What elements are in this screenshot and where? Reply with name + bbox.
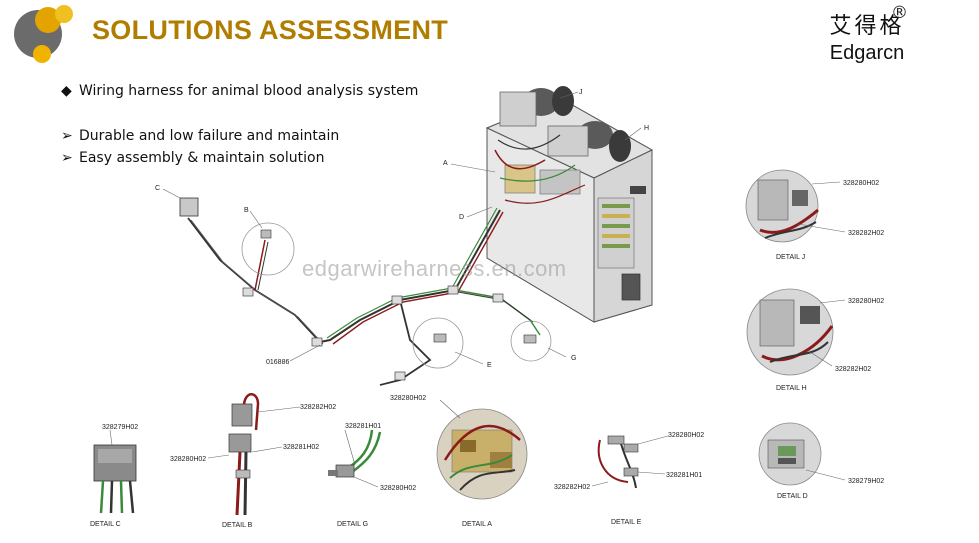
brand-name-english: Edgarcn [829, 42, 905, 64]
detail-a [436, 399, 528, 500]
bullet-durable: ➢ Durable and low failure and maintain [61, 128, 339, 144]
detail-h-part-top: 328280H02 [848, 298, 884, 305]
callout-circle-b [241, 222, 295, 276]
callout-e: E [487, 362, 492, 369]
detail-a-label: DETAIL A [462, 521, 492, 528]
detail-b-label: DETAIL B [222, 522, 253, 529]
detail-c-label: DETAIL C [90, 521, 121, 528]
callout-j: J [579, 89, 583, 96]
detail-g [328, 429, 382, 488]
callout-c: C [155, 185, 160, 192]
detail-h-label: DETAIL H [776, 385, 807, 392]
brand-logo: 艾得格 Edgarcn [812, 8, 922, 65]
callout-b: B [244, 207, 249, 214]
detail-e-part-top: 328280H02 [668, 432, 704, 439]
bullet-text: Easy assembly & maintain solution [79, 150, 325, 166]
detail-b-part-top: 328282H02 [300, 404, 336, 411]
detail-h-part-bottom: 328282H02 [835, 366, 871, 373]
page-title: SOLUTIONS ASSESSMENT [92, 15, 449, 45]
detail-g-part-top: 328281H01 [345, 423, 381, 430]
callout-circle-g [510, 320, 552, 362]
detail-e-part-left: 328282H02 [554, 484, 590, 491]
detail-c-part: 328279H02 [102, 424, 138, 431]
detail-j-part-top: 328280H02 [843, 180, 879, 187]
detail-d [758, 422, 846, 486]
detail-b-part-mid: 328281H02 [283, 444, 319, 451]
arrow-bullet-icon: ➢ [61, 150, 73, 166]
callout-h: H [644, 125, 649, 132]
callout-g: G [571, 355, 576, 362]
detail-g-part-bottom: 328280H02 [380, 485, 416, 492]
detail-j-label: DETAIL J [776, 254, 805, 261]
analyzer-machine [485, 86, 654, 323]
detail-d-part: 328279H02 [848, 478, 884, 485]
diamond-bullet-icon: ◆ [61, 83, 72, 99]
registered-mark: ® [891, 3, 908, 23]
detail-b [207, 393, 301, 516]
bullet-assembly: ➢ Easy assembly & maintain solution [61, 150, 324, 166]
detail-h [746, 288, 846, 376]
detail-b-part-left: 328280H02 [170, 456, 206, 463]
detail-e [591, 435, 669, 489]
detail-d-label: DETAIL D [777, 493, 808, 500]
watermark: edgarwireharness.en.com [302, 256, 567, 281]
callout-circle-e [412, 317, 464, 369]
bullet-text: Durable and low failure and maintain [79, 128, 340, 144]
detail-e-label: DETAIL E [611, 519, 642, 526]
detail-a-part: 328280H02 [390, 395, 426, 402]
bullet-system: ◆ Wiring harness for animal blood analysi… [61, 83, 418, 99]
main-part-number: 016886 [266, 359, 289, 366]
detail-j [745, 169, 846, 243]
callout-a: A [443, 160, 448, 167]
detail-e-part-mid: 328281H01 [666, 472, 702, 479]
detail-j-part-bottom: 328282H02 [848, 230, 884, 237]
detail-g-label: DETAIL G [337, 521, 368, 528]
harness-wires [179, 197, 541, 386]
detail-c [93, 429, 137, 514]
arrow-bullet-icon: ➢ [61, 128, 73, 144]
bullet-text: Wiring harness for animal blood analysis… [79, 83, 419, 99]
brand-name-chinese: 艾得格 [829, 14, 905, 39]
callout-d: D [459, 214, 464, 221]
logo-dots-icon [14, 5, 73, 63]
